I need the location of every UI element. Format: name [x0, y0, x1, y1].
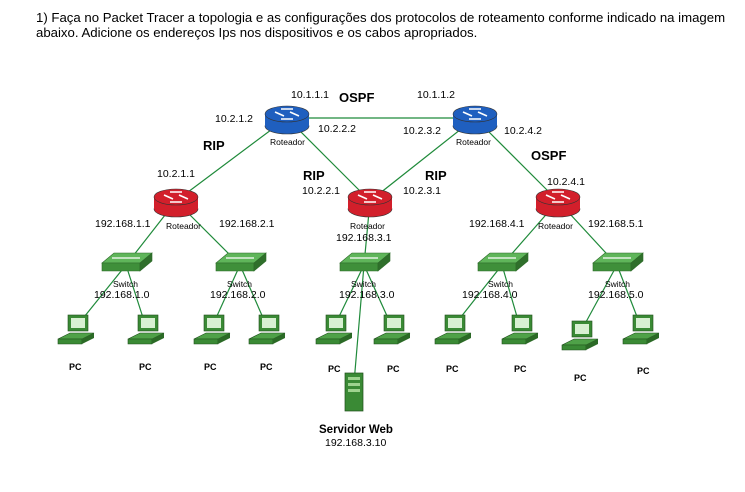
pc-icon	[373, 314, 411, 345]
switch-server-link	[353, 264, 365, 384]
ip-label: 10.2.1.2	[215, 113, 253, 125]
switch-label: Switch	[351, 279, 376, 289]
rip-link-tl-left	[175, 117, 288, 202]
devices	[57, 105, 660, 412]
router-label: Roteador	[456, 137, 491, 147]
ip-label: 10.1.1.2	[417, 89, 455, 101]
pc-icon	[57, 314, 95, 345]
network-label: 192.168.4.0	[462, 289, 518, 301]
router-left-icon	[153, 188, 199, 218]
pc-label: PC	[260, 362, 273, 372]
switch-label: Switch	[605, 279, 630, 289]
protocol-label: OSPF	[339, 90, 374, 105]
pc-icon	[561, 320, 599, 351]
pc-label: PC	[387, 364, 400, 374]
ip-label: 10.2.4.2	[504, 125, 542, 137]
router-label: Roteador	[166, 221, 201, 231]
pc-icon	[193, 314, 231, 345]
ip-label: 10.2.4.1	[547, 176, 585, 188]
network-label: 192.168.3.0	[339, 289, 395, 301]
router-top-right-icon	[452, 105, 498, 135]
ip-label: 10.2.3.2	[403, 125, 441, 137]
switch-icon	[215, 252, 267, 272]
server-name: Servidor Web	[319, 424, 393, 436]
pc-label: PC	[446, 364, 459, 374]
network-label: 192.168.2.0	[210, 289, 266, 301]
router-right-icon	[535, 188, 581, 218]
protocol-label: RIP	[303, 168, 325, 183]
pc-label: PC	[637, 366, 650, 376]
ip-label: 10.2.2.1	[302, 185, 340, 197]
pc-icon	[248, 314, 286, 345]
router-label: Roteador	[538, 221, 573, 231]
ip-label: 192.168.3.1	[336, 232, 392, 244]
ip-label: 10.1.1.1	[291, 89, 329, 101]
pc-icon	[315, 314, 353, 345]
router-label: Roteador	[350, 221, 385, 231]
ip-label: 192.168.5.1	[588, 218, 644, 230]
pc-label: PC	[139, 362, 152, 372]
switch-label: Switch	[113, 279, 138, 289]
ip-label: 10.2.2.2	[318, 123, 356, 135]
ip-label: 192.168.1.1	[95, 218, 151, 230]
router-top-left-icon	[264, 105, 310, 135]
protocol-label: OSPF	[531, 148, 566, 163]
pc-icon	[127, 314, 165, 345]
pc-icon	[434, 314, 472, 345]
router-middle-icon	[347, 188, 393, 218]
server-ip: 192.168.3.10	[325, 437, 386, 449]
pc-icon	[501, 314, 539, 345]
ip-label: 192.168.4.1	[469, 218, 525, 230]
network-label: 192.168.5.0	[588, 289, 644, 301]
ip-label: 192.168.2.1	[219, 218, 275, 230]
switch-icon	[101, 252, 153, 272]
switch-icon	[592, 252, 644, 272]
pc-label: PC	[69, 362, 82, 372]
pc-label: PC	[514, 364, 527, 374]
server-icon	[344, 372, 364, 412]
pc-icon	[622, 314, 660, 345]
switch-icon	[339, 252, 391, 272]
switch-label: Switch	[227, 279, 252, 289]
rip-link-tr-middle	[369, 117, 476, 202]
switch-label: Switch	[488, 279, 513, 289]
protocol-label: RIP	[425, 168, 447, 183]
ip-label: 10.2.3.1	[403, 185, 441, 197]
network-label: 192.168.1.0	[94, 289, 150, 301]
router-label: Roteador	[270, 137, 305, 147]
pc-label: PC	[574, 373, 587, 383]
pc-label: PC	[328, 364, 341, 374]
protocol-label: RIP	[203, 138, 225, 153]
instructions-text: 1) Faça no Packet Tracer a topologia e a…	[36, 10, 726, 40]
ip-label: 10.2.1.1	[157, 168, 195, 180]
switch-icon	[477, 252, 529, 272]
pc-label: PC	[204, 362, 217, 372]
